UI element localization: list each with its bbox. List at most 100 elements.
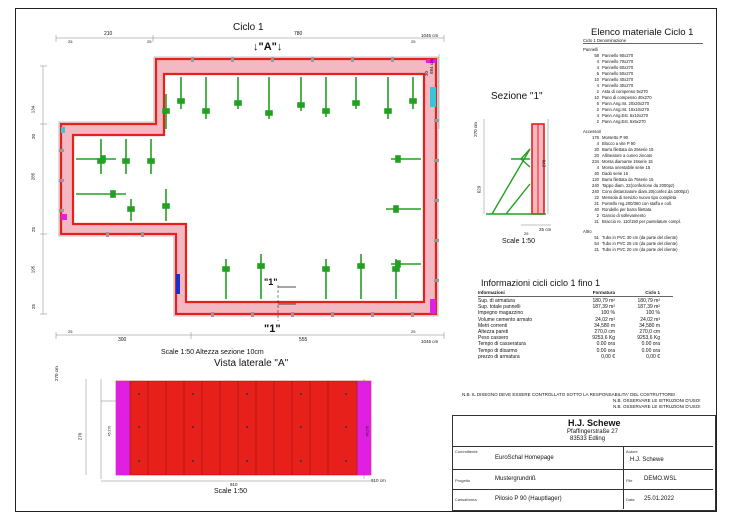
- info-formatura: 34,580 m: [594, 322, 615, 329]
- section-dim-h3: 629: [476, 185, 482, 194]
- materials-item-qty: 4: [596, 141, 599, 146]
- materials-item-qty: 4: [596, 165, 599, 170]
- info-ciclo: 24,02 m³: [640, 316, 660, 323]
- materials-item-desc: Pann.Ang.Est. 5x10x270: [602, 113, 649, 118]
- materials-item-desc: Morsa diamante 15serie 15: [602, 159, 653, 164]
- materials-item-qty: 2: [596, 119, 599, 124]
- dim-left-2: 20: [31, 133, 37, 140]
- materials-item-desc: Rondelle per barra filettata: [602, 207, 652, 212]
- info-label: Tempo di disarmo: [478, 347, 518, 354]
- info-label: prezzo di armatura: [478, 353, 520, 360]
- tb-street: Pfaffingerstraße 27: [567, 429, 618, 435]
- info-row: Tempo di disarmo 0.00 ora 0.00 ora: [478, 348, 673, 354]
- info-label: Tempo di casseratura: [478, 341, 526, 348]
- tb-company-cell: H.J. Schewe Pfaffingerstraße 27 83533 Ed…: [453, 416, 713, 447]
- materials-item-desc: Barra filettata da 25serie 15: [602, 147, 654, 152]
- materials-item-qty: 240: [592, 183, 599, 188]
- info-label: Peso cassero: [478, 335, 509, 342]
- info-formatura: 100 %: [600, 310, 615, 317]
- dim-bottom-3: 25: [68, 329, 73, 334]
- tb-progetto-cell: Progetto Mustergrundriß: [453, 470, 624, 490]
- lateral-end: 910 cm: [371, 478, 386, 483]
- dim-bottom-2: 555: [299, 337, 308, 343]
- materials-item-qty: 21: [594, 219, 599, 224]
- tb-city: 83533 Edling: [570, 436, 606, 442]
- info-ciclo: 0.00 ora: [641, 347, 660, 354]
- materials-item-qty: 21: [594, 247, 599, 252]
- drawing-sheet: Ciclo 1 ↓"A"↓: [15, 8, 717, 512]
- section-dim-h1: 270 cm: [472, 122, 478, 137]
- info-label: Volume cemento armato: [478, 316, 533, 323]
- plan-title: Ciclo 1: [233, 22, 264, 33]
- dim-bottom-1: 300: [118, 337, 127, 343]
- info-ciclo: 9253,6 Kg: [637, 335, 660, 342]
- tb-data-label: Data: [626, 497, 635, 502]
- dim-left-4: 25: [31, 226, 37, 233]
- section-dim-h2: 270: [541, 159, 547, 168]
- info-formatura: 0.00 ora: [596, 347, 615, 354]
- dim-top-1: 210: [104, 31, 113, 37]
- info-formatura: 0.00 ora: [596, 341, 615, 348]
- dim-top-small-3: 25: [411, 39, 416, 44]
- materials-item-desc: Dado serie 15: [602, 171, 629, 176]
- tb-data: 25.01.2022: [644, 496, 675, 502]
- materials-header: Ciclo 1 Denominazione: [583, 38, 703, 44]
- tb-file-cell: File DEMO.WSL: [624, 470, 713, 490]
- materials-group-title: Accessori: [583, 129, 602, 134]
- note-3: N.B. OSSERVARE LE ISTRUZIONI D'USO!: [613, 404, 701, 409]
- lateral-scale: Scale 1:50: [214, 488, 248, 495]
- section-dim-b2: 25: [524, 231, 529, 236]
- materials-group-title: Pannelli: [583, 47, 598, 52]
- materials-item-qty: 40: [594, 207, 599, 212]
- dim-left-6: 25: [31, 303, 37, 310]
- dim-bottom-4: 25: [411, 329, 416, 334]
- dim-left-3: 285: [30, 172, 36, 181]
- materials-item-qty: 21: [594, 201, 599, 206]
- info-formatura: 180,79 m²: [592, 298, 615, 304]
- info-header-label: Informazioni: [478, 290, 505, 295]
- title-block: H.J. Schewe Pfaffingerstraße 27 83533 Ed…: [452, 415, 716, 511]
- section-title: Sezione "1": [491, 91, 543, 102]
- tb-cassero-cell: Cassaforma Pilosio P 90 (Hauptlager): [453, 490, 624, 509]
- materials-item-qty: 176: [592, 135, 599, 140]
- info-label: Sup. totale pannelli: [478, 304, 521, 311]
- materials-item-desc: Pannello 50x270: [602, 71, 634, 76]
- materials-item-qty: 20: [594, 147, 599, 152]
- materials-item-desc: Tubo in PVC 20 cm (da parte del cliente): [602, 247, 678, 252]
- materials-item-desc: Pano di compenso 40x270: [602, 95, 652, 100]
- materials-item-qty: 51: [594, 235, 599, 240]
- materials-item-qty: 234: [592, 159, 599, 164]
- plan-scale: Scale 1:50 Altezza sezione 10cm: [161, 349, 264, 356]
- materials-item-qty: 10: [594, 95, 599, 100]
- lateral-height: 270: [77, 432, 83, 441]
- info-ciclo: 34,580 m: [639, 322, 660, 329]
- dim-right-bottom: 1045 cm: [421, 339, 439, 344]
- info-ciclo: 100 %: [645, 310, 660, 317]
- materials-item-desc: Allineatore a cuneo zincato: [602, 153, 653, 158]
